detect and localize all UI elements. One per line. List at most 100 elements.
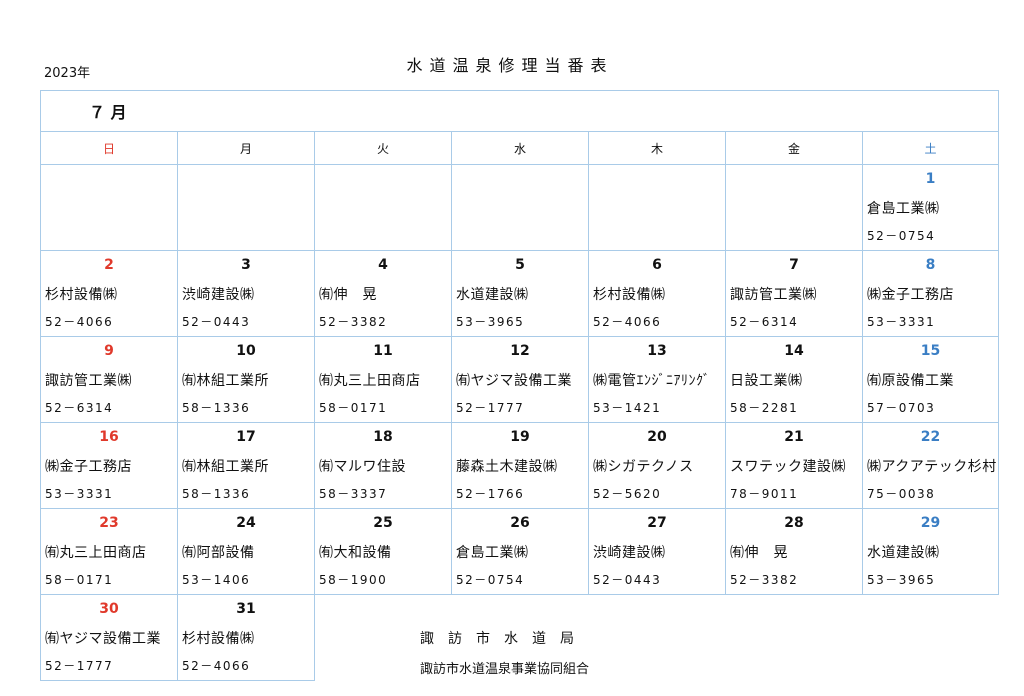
company-phone: 75－0038	[867, 487, 936, 501]
company-name: 藤森土木建設㈱	[456, 459, 558, 475]
day-number: 22	[920, 429, 941, 445]
company-phone: 52－3382	[730, 573, 799, 587]
company-name: ㈱金子工務店	[867, 287, 954, 303]
company-phone: 52－1777	[45, 659, 114, 673]
company-phone: 58－3337	[319, 487, 388, 501]
calendar-cell-empty	[451, 164, 589, 251]
company-phone: 53－3965	[867, 573, 936, 587]
calendar-day-cell: 27 渋崎建設㈱ 52－0443	[588, 508, 726, 595]
company-phone: 53－1406	[182, 573, 251, 587]
company-phone: 57－0703	[867, 401, 936, 415]
company-phone: 52－0754	[456, 573, 525, 587]
company-name: ㈲林組工業所	[182, 459, 269, 475]
blank-area	[726, 595, 863, 681]
calendar-day-cell: 22 ㈱アクアテック杉村 75－0038	[862, 422, 999, 509]
company-phone: 52－4066	[45, 315, 114, 329]
association-name: 諏訪市水道温泉事業協同組合	[420, 662, 590, 677]
company-phone: 53－3965	[456, 315, 525, 329]
company-phone: 58－1336	[182, 401, 251, 415]
company-name: ㈲大和設備	[319, 545, 392, 561]
company-phone: 52－4066	[182, 659, 251, 673]
calendar-cell-empty	[725, 164, 863, 251]
company-name: ㈲マルワ住設	[319, 459, 406, 475]
day-number: 25	[373, 515, 393, 531]
company-phone: 78－9011	[730, 487, 799, 501]
day-number: 27	[647, 515, 667, 531]
day-number: 9	[104, 343, 114, 359]
weekday-header: 土	[862, 131, 999, 165]
company-name: 杉村設備㈱	[45, 287, 118, 303]
company-name: 渋崎建設㈱	[593, 545, 666, 561]
calendar-cell-empty	[177, 164, 315, 251]
weekday-header: 木	[588, 131, 726, 165]
company-name: 倉島工業㈱	[867, 201, 940, 217]
company-phone: 52－3382	[319, 315, 388, 329]
day-number: 4	[378, 257, 388, 273]
company-name: ㈲ヤジマ設備工業	[45, 631, 161, 647]
day-number: 7	[789, 257, 799, 273]
company-phone: 52－0443	[593, 573, 662, 587]
blank-area	[863, 595, 999, 681]
calendar-cell-empty	[588, 164, 726, 251]
company-phone: 58－1900	[319, 573, 388, 587]
day-number: 28	[784, 515, 804, 531]
company-phone: 52－6314	[45, 401, 114, 415]
company-name: ㈲伸 晃	[730, 545, 788, 561]
company-name: ㈲原設備工業	[867, 373, 954, 389]
day-number: 1	[925, 171, 936, 187]
day-number: 13	[647, 343, 667, 359]
day-number: 3	[241, 257, 251, 273]
company-phone: 53－1421	[593, 401, 662, 415]
weekday-header: 日	[40, 131, 178, 165]
day-number: 23	[99, 515, 119, 531]
company-name: ㈱アクアテック杉村	[867, 459, 996, 475]
weekday-header: 金	[725, 131, 863, 165]
company-phone: 58－0171	[45, 573, 114, 587]
day-number: 15	[920, 343, 941, 359]
day-number: 16	[99, 429, 119, 445]
footer: 諏訪市水道局 諏訪市水道温泉事業協同組合	[420, 628, 589, 677]
company-name: 杉村設備㈱	[593, 287, 666, 303]
month-header: ７ 月	[40, 90, 999, 132]
company-name: ㈲ヤジマ設備工業	[456, 373, 572, 389]
company-phone: 52－4066	[593, 315, 662, 329]
company-name: ㈲林組工業所	[182, 373, 269, 389]
day-number: 5	[515, 257, 525, 273]
year-label: 2023年	[44, 66, 91, 81]
day-number: 24	[236, 515, 256, 531]
day-number: 8	[925, 257, 936, 273]
day-number: 14	[784, 343, 804, 359]
company-phone: 58－2281	[730, 401, 799, 415]
company-phone: 52－1766	[456, 487, 525, 501]
company-phone: 58－1336	[182, 487, 251, 501]
calendar-cell-empty	[40, 164, 178, 251]
day-number: 12	[510, 343, 530, 359]
day-number: 11	[373, 343, 393, 359]
day-number: 20	[647, 429, 667, 445]
